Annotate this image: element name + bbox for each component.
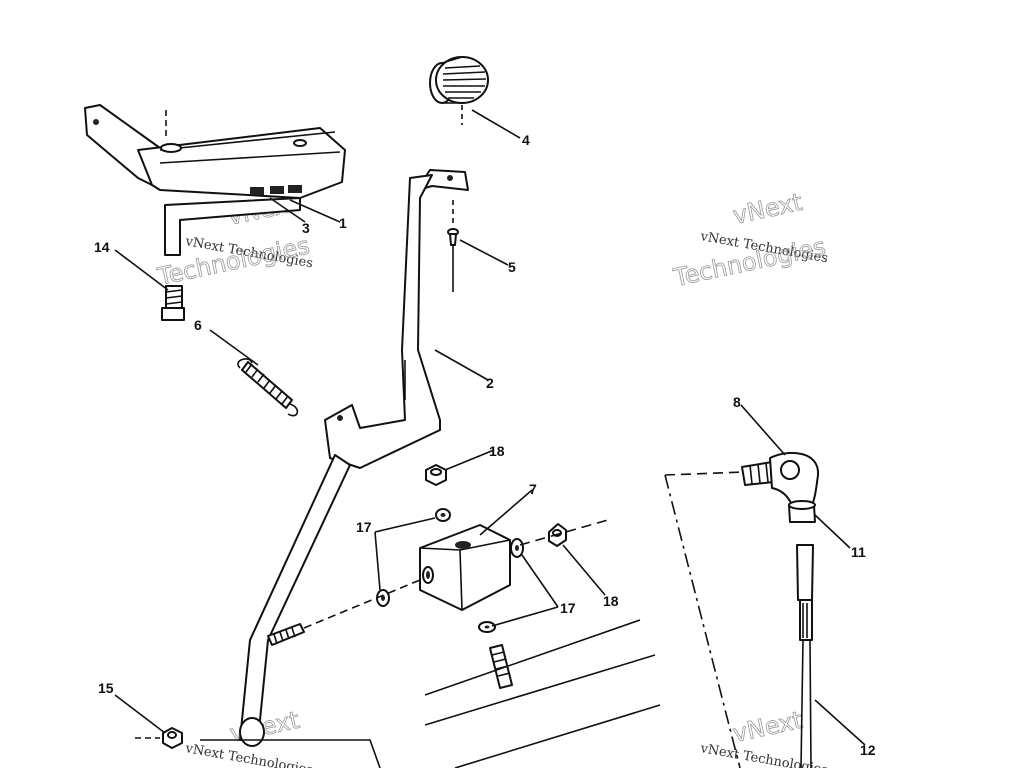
callout-15: 15	[98, 680, 114, 696]
callout-18-top: 18	[489, 443, 505, 459]
stud-bottom-part	[489, 644, 513, 689]
stud-left-part	[267, 579, 421, 646]
callout-4: 4	[522, 132, 530, 148]
svg-text:vNext: vNext	[730, 706, 804, 748]
callout-6: 6	[194, 317, 202, 333]
knob-part	[429, 56, 489, 125]
frame-lines	[424, 519, 661, 768]
watermark-right-top: vNext Technologies Technologies vNext	[670, 188, 829, 293]
block-part	[419, 524, 511, 611]
callout-7: 7	[529, 481, 537, 497]
callout-18-right: 18	[603, 593, 619, 609]
callout-17-left: 17	[356, 519, 372, 535]
leader-lines	[114, 109, 866, 746]
callout-8: 8	[733, 394, 741, 410]
callout-14: 14	[94, 239, 110, 255]
callout-5: 5	[508, 259, 516, 275]
pin-part	[447, 200, 459, 292]
callout-17-right: 17	[560, 600, 576, 616]
callout-12: 12	[860, 742, 876, 758]
dashed-guide-right	[664, 471, 746, 768]
washer-top-part	[435, 508, 451, 522]
callout-1: 1	[339, 215, 347, 231]
rod-part	[796, 544, 814, 768]
watermark-right-bottom: vNext Technologies vNext	[698, 706, 829, 768]
callout-3: 3	[302, 220, 310, 236]
bracket-part	[84, 104, 346, 256]
washer-right-part	[510, 538, 524, 558]
nut-bottom-left-part	[135, 727, 183, 749]
callout-2: 2	[486, 375, 494, 391]
bolt-part	[161, 285, 185, 321]
nut-top-part	[425, 464, 447, 486]
svg-text:vNext: vNext	[227, 706, 301, 748]
washer-left-part	[376, 589, 390, 607]
spring-part	[237, 358, 299, 417]
lever-arm-part	[200, 169, 469, 768]
svg-text:vNext: vNext	[730, 188, 804, 230]
ball-joint-part	[741, 451, 820, 523]
callout-11: 11	[851, 544, 866, 560]
svg-text:vNext Technologies: vNext Technologies	[698, 741, 829, 768]
washer-bottom-part	[478, 621, 496, 633]
